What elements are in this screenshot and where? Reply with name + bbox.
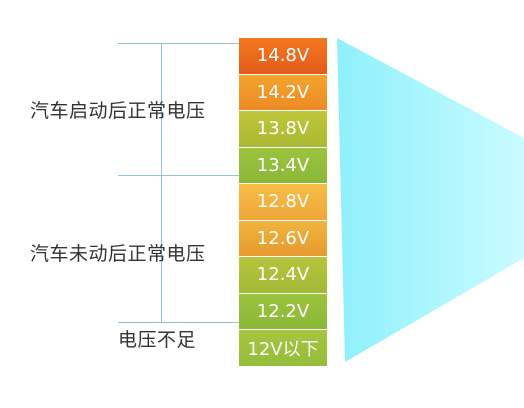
voltage-segment: 12.2V bbox=[239, 293, 327, 330]
voltage-segment: 12.6V bbox=[239, 220, 327, 257]
voltage-segment: 12.8V bbox=[239, 184, 327, 221]
voltage-segment: 12V以下 bbox=[239, 330, 327, 367]
voltage-segment: 13.4V bbox=[239, 147, 327, 184]
guide-line-mid bbox=[118, 175, 239, 176]
beam-shape bbox=[337, 38, 524, 362]
voltage-segment: 13.8V bbox=[239, 111, 327, 148]
voltage-segment: 14.8V bbox=[239, 38, 327, 75]
group-label-start: 汽车启动后正常电压 bbox=[30, 100, 206, 122]
guide-line-top bbox=[118, 43, 239, 44]
group-label-idle: 汽车未动后正常电压 bbox=[30, 243, 206, 265]
light-beam bbox=[337, 38, 524, 362]
guide-line-low bbox=[118, 322, 239, 323]
guide-line-vertical bbox=[161, 43, 162, 322]
voltage-segment: 14.2V bbox=[239, 74, 327, 111]
group-label-low: 电压不足 bbox=[118, 329, 197, 351]
voltage-segment: 12.4V bbox=[239, 257, 327, 294]
